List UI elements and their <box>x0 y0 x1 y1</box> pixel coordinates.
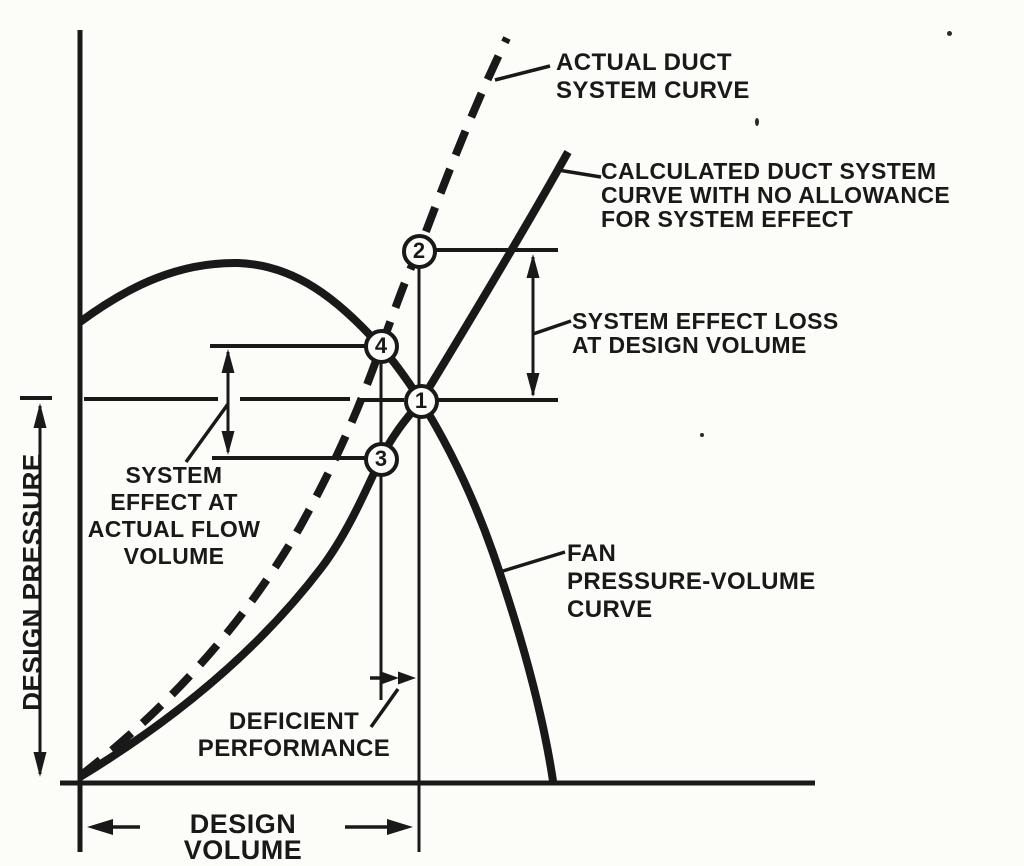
y-axis-label: DESIGN PRESSURE <box>17 453 47 711</box>
point-2-marker: 2 <box>401 233 437 269</box>
point-1-label: 1 <box>414 388 428 413</box>
design-volume-dimension <box>87 819 413 835</box>
calculated-duct-leader <box>557 168 602 179</box>
actual-duct-leader <box>494 64 551 82</box>
deficient-performance-label: DEFICIENT PERFORMANCE <box>197 708 391 762</box>
right-dimension <box>526 254 540 397</box>
fan-curve <box>77 258 557 782</box>
down-arrowhead <box>221 431 235 455</box>
system-effect-actual-leader <box>184 402 230 464</box>
scan-speck <box>947 31 952 36</box>
fan-curve-leader <box>502 550 566 573</box>
point-3-label: 3 <box>374 446 388 471</box>
reference-lines <box>20 248 558 852</box>
system-effect-loss-label: SYSTEM EFFECT LOSS AT DESIGN VOLUME <box>572 308 839 358</box>
point-4-label: 4 <box>374 333 388 358</box>
deficient-performance-arrow <box>370 671 416 685</box>
point-1-marker: 1 <box>403 383 439 419</box>
actual-duct-curve-label: ACTUAL DUCT SYSTEM CURVE <box>556 49 750 104</box>
point-2-label: 2 <box>412 238 426 263</box>
point-4-marker: 4 <box>363 328 399 364</box>
right-arrowhead <box>387 819 413 835</box>
fan-curve-label: FAN PRESSURE-VOLUME CURVE <box>567 540 816 623</box>
up-arrowhead <box>526 254 540 278</box>
scan-speck <box>700 433 704 437</box>
leader-lines <box>184 64 602 729</box>
down-arrowhead <box>33 752 47 777</box>
scan-speck <box>755 118 759 126</box>
axes <box>60 30 815 852</box>
up-arrowhead <box>221 349 235 373</box>
point-3-marker: 3 <box>363 441 399 477</box>
down-arrowhead <box>526 373 540 397</box>
left-dimension <box>221 349 235 455</box>
x-axis-label: DESIGN VOLUME <box>183 809 303 865</box>
design-pressure-dimension <box>33 403 47 777</box>
calculated-duct-curve-label: CALCULATED DUCT SYSTEM CURVE WITH NO ALL… <box>601 158 951 232</box>
up-arrowhead <box>33 403 47 428</box>
system-effect-actual-flow-label: SYSTEM EFFECT AT ACTUAL FLOW VOLUME <box>87 462 261 569</box>
actual-duct-curve <box>77 36 511 780</box>
system-effect-loss-leader <box>532 319 572 336</box>
deficient-leader <box>369 687 400 729</box>
left-arrowhead <box>87 819 113 835</box>
